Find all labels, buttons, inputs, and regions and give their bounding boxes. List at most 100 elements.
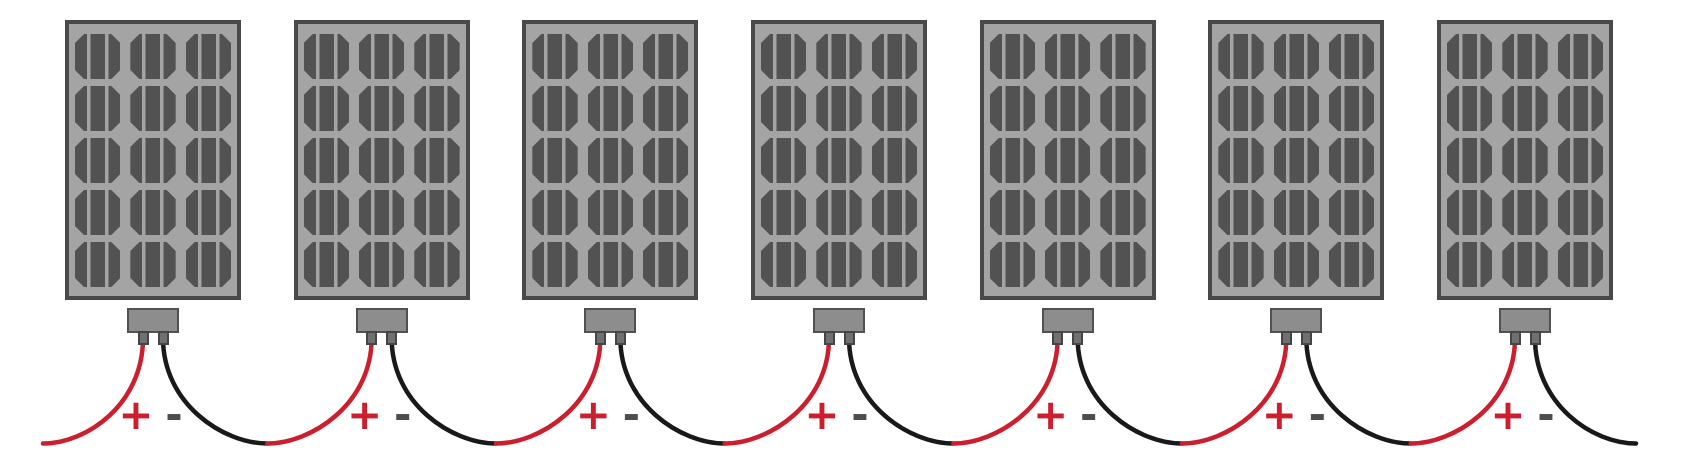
solar-cell <box>990 190 1035 235</box>
solar-cell <box>414 138 459 183</box>
solar-cell <box>990 242 1035 287</box>
negative-wire <box>618 335 727 446</box>
positive-wire <box>265 335 374 446</box>
solar-cell <box>414 86 459 131</box>
positive-terminal <box>1280 331 1292 345</box>
solar-cell <box>1218 86 1263 131</box>
solar-cell-grid <box>984 24 1152 296</box>
solar-panel-frame <box>751 20 927 300</box>
solar-cell <box>816 190 861 235</box>
positive-wire <box>951 335 1060 446</box>
solar-cell <box>816 138 861 183</box>
junction-box <box>1270 308 1323 333</box>
solar-cell <box>816 86 861 131</box>
solar-cell <box>75 138 120 183</box>
solar-cell <box>304 242 349 287</box>
solar-cell <box>1045 138 1090 183</box>
solar-cell <box>1329 86 1374 131</box>
solar-cell <box>1218 242 1263 287</box>
solar-cell <box>1558 86 1603 131</box>
solar-cell <box>588 242 633 287</box>
negative-label: - <box>1537 390 1555 439</box>
positive-terminal <box>823 331 835 345</box>
solar-cell <box>1045 86 1090 131</box>
solar-cell-grid <box>526 24 694 296</box>
solar-cell <box>1045 190 1090 235</box>
positive-wire <box>1179 335 1289 446</box>
positive-label: + <box>1261 390 1297 439</box>
solar-panel-frame <box>979 20 1156 300</box>
positive-wire <box>40 335 146 446</box>
solar-cell <box>130 242 175 287</box>
positive-terminal <box>137 331 149 345</box>
solar-cell <box>643 242 688 287</box>
solar-cell <box>1447 190 1492 235</box>
solar-cell <box>1329 34 1374 79</box>
positive-wire <box>493 335 603 446</box>
positive-terminal <box>594 331 606 345</box>
solar-cell <box>130 34 175 79</box>
solar-cell <box>872 138 917 183</box>
solar-cell <box>186 242 231 287</box>
junction-box <box>355 308 408 333</box>
solar-cell <box>1218 190 1263 235</box>
solar-cell <box>761 34 806 79</box>
negative-terminal <box>614 331 626 345</box>
junction-box <box>813 308 865 333</box>
positive-wire <box>722 335 832 446</box>
solar-cell <box>761 242 806 287</box>
solar-cell <box>359 190 404 235</box>
solar-cell <box>1329 190 1374 235</box>
positive-label: + <box>804 390 840 439</box>
solar-cell <box>532 190 577 235</box>
solar-panel-unit: + - <box>1437 20 1613 450</box>
negative-wire <box>846 335 956 446</box>
solar-cell <box>304 34 349 79</box>
solar-cell <box>532 86 577 131</box>
solar-cell <box>304 190 349 235</box>
solar-cell <box>990 86 1035 131</box>
solar-cell <box>1218 138 1263 183</box>
solar-cell <box>130 86 175 131</box>
solar-cell <box>1447 242 1492 287</box>
solar-cell <box>1274 190 1319 235</box>
solar-cell <box>643 34 688 79</box>
solar-cell <box>1502 190 1547 235</box>
solar-panel-frame <box>65 20 241 300</box>
solar-cell <box>532 242 577 287</box>
solar-cell <box>1502 86 1547 131</box>
solar-cell <box>1100 190 1145 235</box>
negative-wire <box>1075 335 1185 446</box>
solar-cell <box>872 242 917 287</box>
solar-cell <box>304 138 349 183</box>
solar-cell <box>414 242 459 287</box>
negative-terminal <box>1529 331 1541 345</box>
solar-cell <box>75 86 120 131</box>
solar-cell <box>1100 86 1145 131</box>
solar-cell-grid <box>1212 24 1380 296</box>
solar-cell <box>990 138 1035 183</box>
positive-terminal <box>1509 331 1521 345</box>
solar-cell <box>1218 34 1263 79</box>
solar-cell <box>761 138 806 183</box>
positive-label: + <box>1033 390 1069 439</box>
solar-cell <box>1100 34 1145 79</box>
solar-panel-unit: + - <box>979 20 1156 450</box>
solar-cell <box>872 190 917 235</box>
negative-label: - <box>1079 390 1098 439</box>
solar-cell <box>990 34 1035 79</box>
solar-cell <box>532 34 577 79</box>
solar-cell <box>588 34 633 79</box>
solar-cell <box>186 34 231 79</box>
solar-cell <box>359 34 404 79</box>
solar-panel-unit: + - <box>751 20 927 450</box>
negative-terminal <box>157 331 169 345</box>
positive-label: + <box>347 390 383 439</box>
solar-cell <box>761 86 806 131</box>
solar-cell <box>643 86 688 131</box>
solar-cell <box>588 86 633 131</box>
negative-terminal <box>386 331 398 345</box>
negative-terminal <box>843 331 855 345</box>
solar-cell <box>130 138 175 183</box>
